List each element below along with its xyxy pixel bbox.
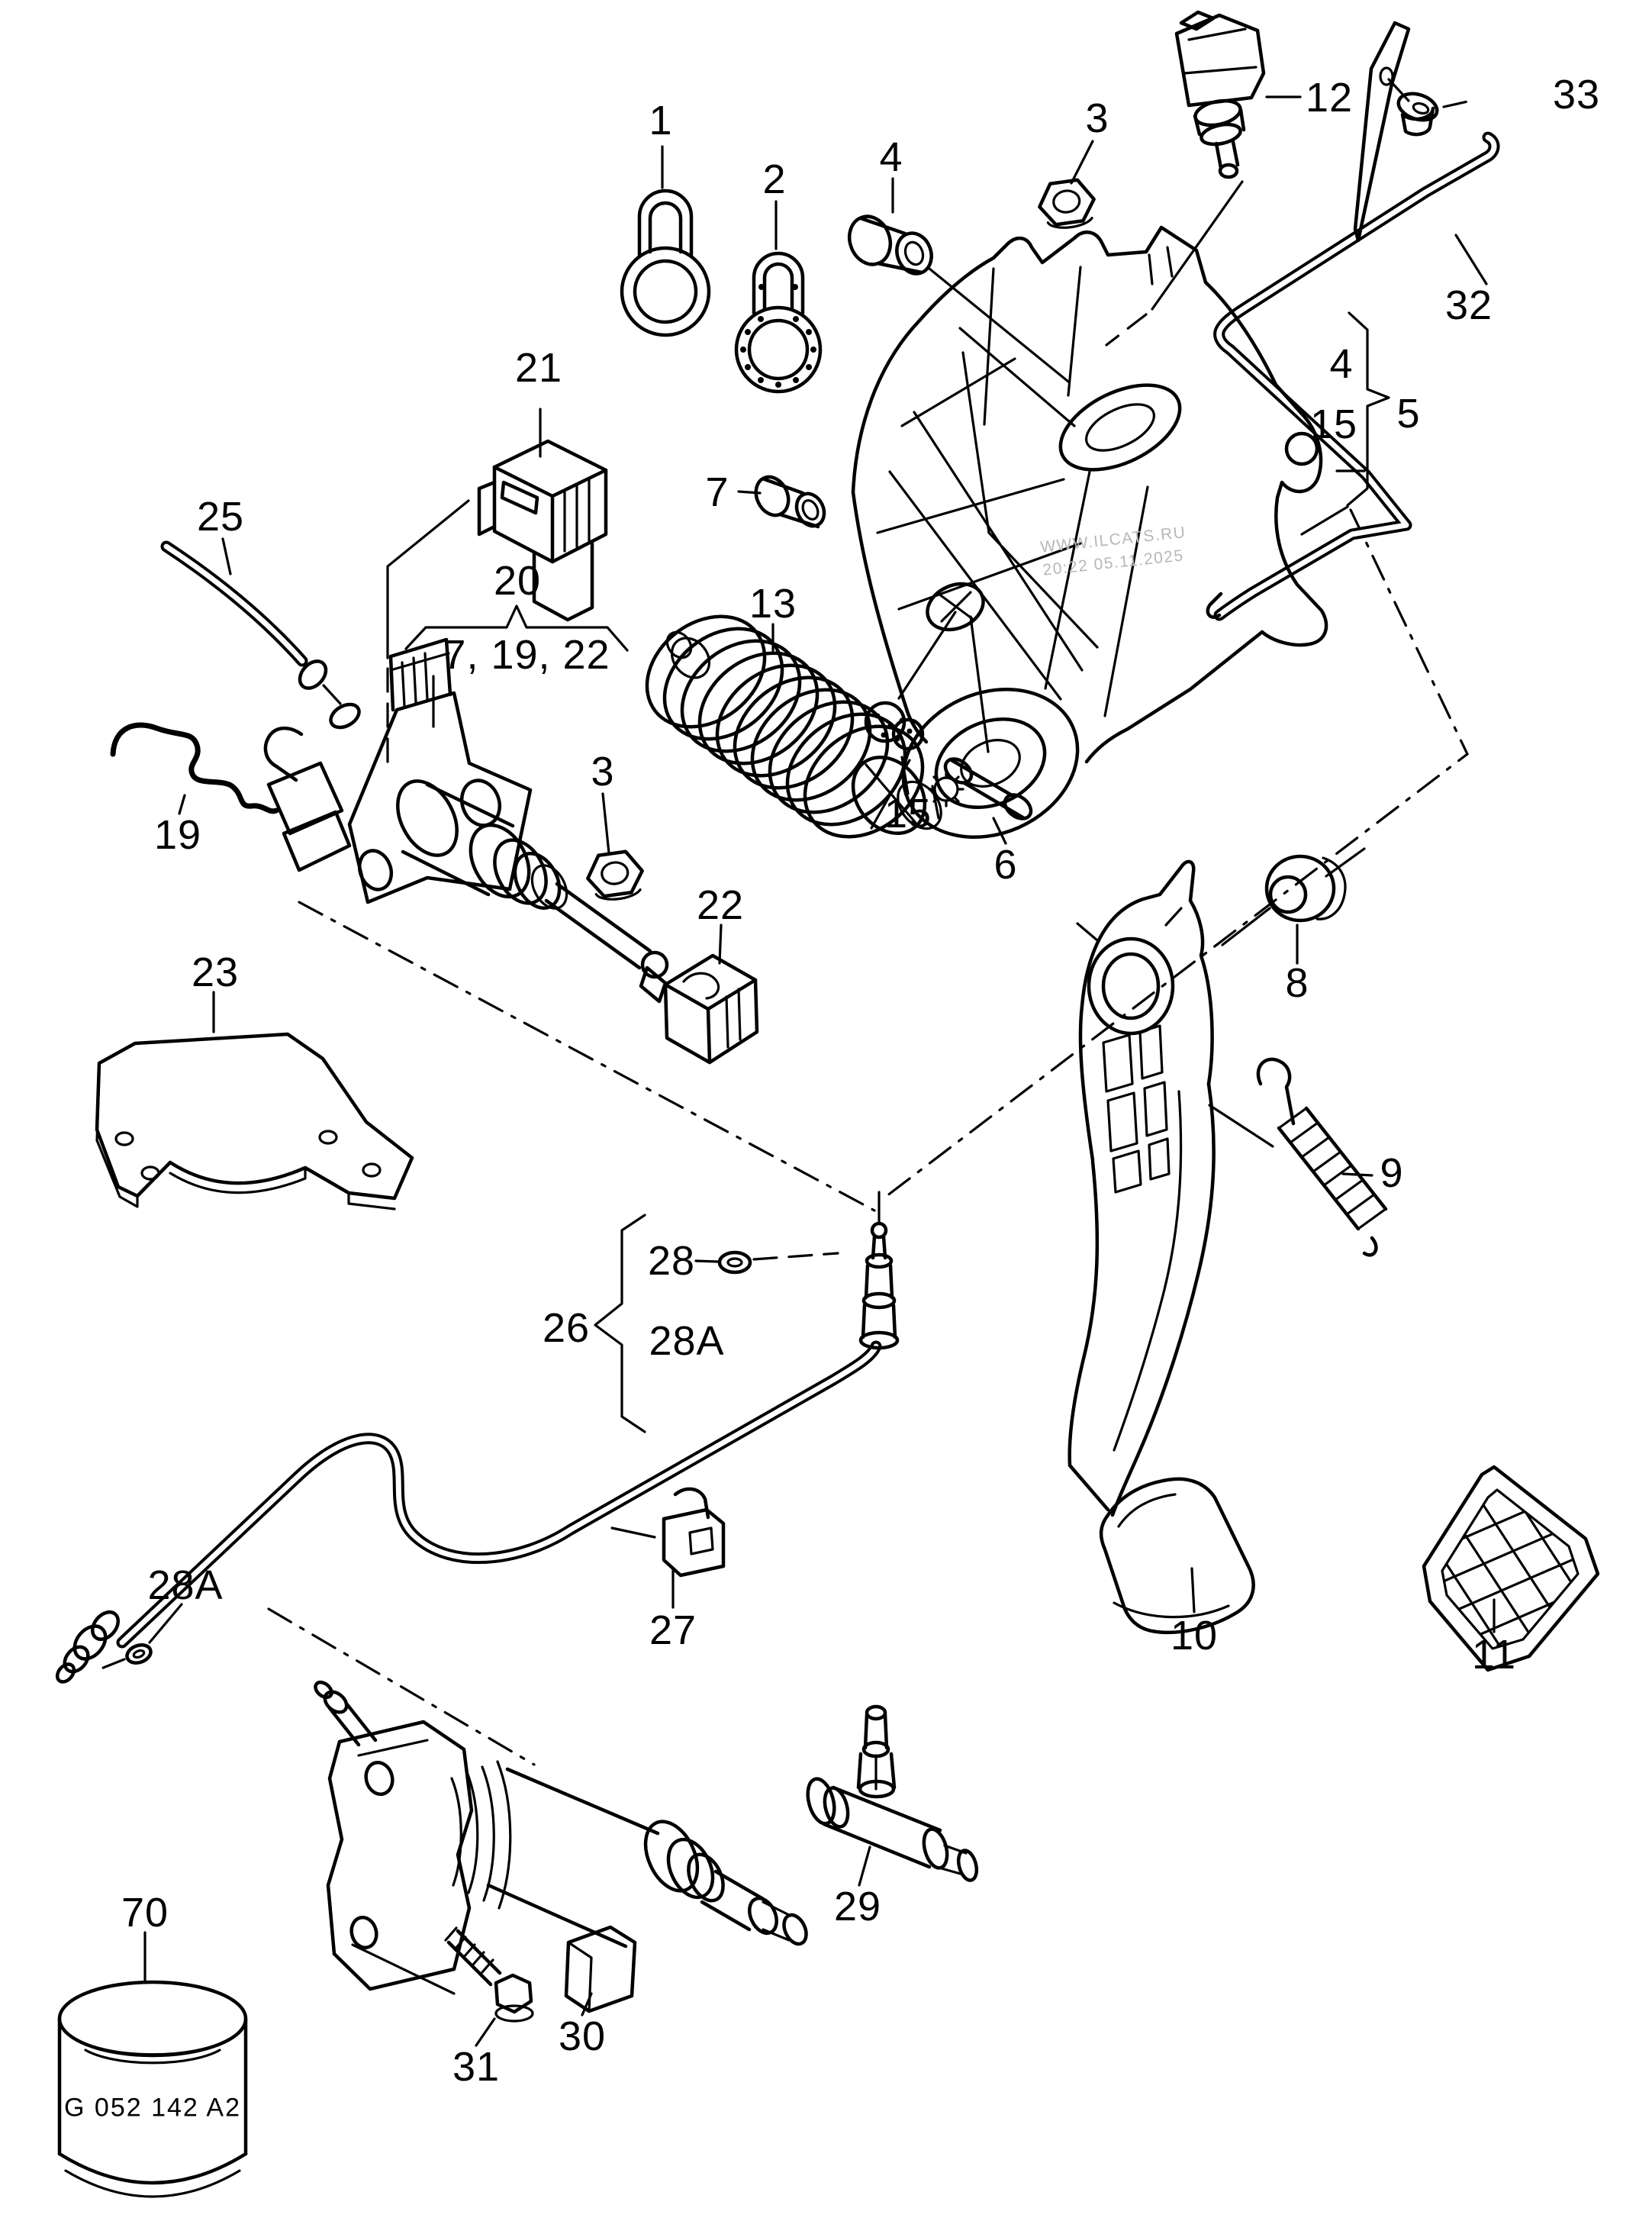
part-label-20: 20: [493, 558, 542, 604]
part-label-15-right: 15: [1309, 401, 1358, 447]
part-label-12: 12: [1305, 75, 1354, 121]
part-label-26: 26: [542, 1305, 591, 1351]
part-label-4-right: 4: [1329, 341, 1354, 387]
part-label-13: 13: [749, 581, 797, 627]
master-cylinder-20: [263, 637, 669, 979]
part-label-8: 8: [1285, 960, 1309, 1006]
part-label-28: 28: [647, 1238, 696, 1284]
reference-lines: [267, 180, 1470, 1766]
part-label-30: 30: [558, 2013, 607, 2059]
grommet-33: [1396, 92, 1473, 137]
part-label-9: 9: [1380, 1150, 1404, 1196]
part-label-27: 27: [649, 1607, 697, 1653]
part-label-3-mid: 3: [591, 749, 615, 795]
part-label-10: 10: [1170, 1613, 1219, 1659]
o-ring-28: [694, 1250, 839, 1275]
clip-22: [639, 924, 759, 1065]
group-5-bracket: [1300, 311, 1390, 536]
grommet-1: [620, 145, 711, 337]
part-label-3-top: 3: [1085, 95, 1109, 141]
o-ring-28a: [96, 1603, 183, 1671]
pin-6: [928, 615, 1033, 845]
part-label-7-19-22: 7, 19, 22: [443, 632, 610, 678]
part-label-32: 32: [1444, 282, 1493, 328]
release-rod-32: [1206, 21, 1500, 621]
cap-15: [864, 611, 957, 795]
part-label-33: 33: [1552, 72, 1601, 118]
clip-27: [610, 1487, 726, 1609]
bushing-8: [1221, 854, 1347, 965]
part-label-21: 21: [514, 345, 563, 391]
part-label-15-mid: 15: [884, 791, 932, 837]
nut-3-top: [1038, 140, 1096, 229]
gasket-2: [734, 200, 823, 394]
sleeve-7: [737, 475, 826, 529]
group-26-brace: [594, 1214, 646, 1433]
switch-12: [1174, 10, 1302, 179]
part-label-4-top: 4: [879, 134, 903, 180]
pedal-bracket: [851, 225, 1328, 840]
pedal-pad-11: [1422, 1465, 1600, 1672]
part-label-31: 31: [452, 2044, 501, 2090]
fluid-can-70: [57, 1931, 248, 2198]
connector-21: [477, 408, 608, 622]
part-label-6: 6: [993, 842, 1018, 888]
pipe-26: [55, 1191, 900, 1684]
clip-19: [110, 722, 279, 815]
part-label-23: 23: [191, 949, 240, 995]
part-label-70: 70: [121, 1890, 169, 1936]
part-label-28A-left: 28A: [147, 1562, 224, 1608]
part-label-11: 11: [1471, 1632, 1517, 1678]
part-label-1: 1: [649, 98, 673, 143]
part-label-25: 25: [196, 494, 245, 540]
spring-13: [645, 614, 942, 839]
plate-23: [95, 991, 414, 1210]
part-label-22: 22: [696, 882, 745, 928]
return-spring-9: [1208, 1057, 1388, 1257]
group-20-brace: [404, 604, 629, 652]
bleeder-valve-29: [806, 1704, 979, 1887]
clutch-pedal-10: [1068, 859, 1255, 1635]
part-label-5: 5: [1396, 391, 1421, 437]
can-code-text: G 052 142 A2: [64, 2093, 241, 2123]
part-label-2: 2: [762, 156, 787, 202]
part-label-7: 7: [705, 469, 729, 515]
bolt-31: [444, 1926, 534, 2047]
hose-25: [160, 537, 342, 705]
part-label-19: 19: [153, 812, 202, 858]
slave-cylinder-30: [314, 1680, 808, 2016]
part-label-29: 29: [833, 1884, 882, 1929]
part-label-28A-brace: 28A: [649, 1318, 725, 1364]
